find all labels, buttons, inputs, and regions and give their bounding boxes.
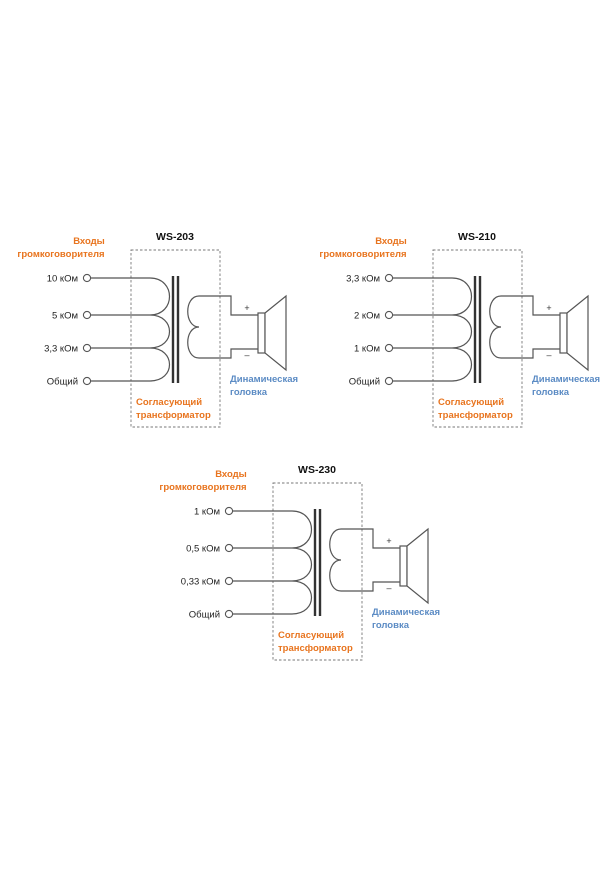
speaker-icon	[399, 545, 408, 587]
secondary-lead	[212, 348, 259, 359]
secondary-winding	[489, 295, 514, 359]
inputs-label: громкоговорителя	[17, 249, 104, 260]
inputs-label: громкоговорителя	[159, 482, 246, 493]
tap-terminal[interactable]	[224, 506, 234, 516]
tap-label: 1 кОм	[194, 507, 220, 518]
speaker-cone	[566, 294, 589, 372]
tap-terminal[interactable]	[82, 310, 92, 320]
primary-winding	[149, 277, 171, 382]
transformer-label: трансформатор	[278, 643, 353, 654]
inputs-label: Входы	[215, 469, 247, 480]
tap-terminal[interactable]	[224, 543, 234, 553]
tap-terminal[interactable]	[384, 310, 394, 320]
secondary-lead	[354, 581, 401, 592]
transformer-label: трансформатор	[136, 410, 211, 421]
speaker-cone	[406, 527, 429, 605]
diagram-ws-210: WS-210 Входы громкоговорителя 3,3 кОм 2 кОм 1…	[319, 231, 600, 428]
transformer-box	[272, 482, 363, 661]
primary-winding	[291, 510, 313, 615]
tap-label: Общий	[47, 377, 78, 388]
secondary-lead	[212, 295, 259, 316]
secondary-lead	[514, 348, 561, 359]
tap-label: Общий	[189, 610, 220, 621]
secondary-lead	[514, 295, 561, 316]
tap-label: 3,3 кОм	[44, 344, 78, 355]
tap-terminal[interactable]	[384, 343, 394, 353]
tap-label: 3,3 кОм	[346, 274, 380, 285]
tap-terminal[interactable]	[82, 343, 92, 353]
transformer-box	[432, 249, 523, 428]
speaker-cone	[264, 294, 287, 372]
plus-sign: +	[546, 303, 551, 313]
diagram-title: WS-210	[458, 231, 496, 243]
diagram-ws-230: WS-230 Входы громкоговорителя 1 кОм 0,5 кОм 0…	[159, 464, 440, 661]
tap-terminal[interactable]	[384, 273, 394, 283]
transformer-label: Согласующий	[438, 397, 504, 408]
diagram-ws-203: WS-203 Входы громкоговорителя 10 кОм 5 кОм 3,…	[17, 231, 298, 428]
secondary-lead	[354, 528, 401, 549]
tap-terminal[interactable]	[82, 376, 92, 386]
tap-terminal[interactable]	[224, 576, 234, 586]
tap-terminal[interactable]	[384, 376, 394, 386]
tap-label: 2 кОм	[354, 311, 380, 322]
inputs-label: Входы	[375, 236, 407, 247]
transformer-label: трансформатор	[438, 410, 513, 421]
tap-label: 5 кОм	[52, 311, 78, 322]
tap-label: 10 кОм	[47, 274, 78, 285]
minus-sign: –	[386, 583, 391, 593]
speaker-icon	[559, 312, 568, 354]
diagram-title: WS-203	[156, 231, 194, 243]
tap-label: Общий	[349, 377, 380, 388]
speaker-label: головка	[532, 387, 570, 398]
inputs-label: громкоговорителя	[319, 249, 406, 260]
speaker-label: Динамическая	[372, 607, 440, 618]
tap-terminal[interactable]	[82, 273, 92, 283]
secondary-winding	[187, 295, 212, 359]
secondary-winding	[329, 528, 354, 592]
tap-label: 1 кОм	[354, 344, 380, 355]
tap-terminal[interactable]	[224, 609, 234, 619]
minus-sign: –	[244, 350, 249, 360]
speaker-label: головка	[230, 387, 268, 398]
plus-sign: +	[244, 303, 249, 313]
speaker-icon	[257, 312, 266, 354]
inputs-label: Входы	[73, 236, 105, 247]
speaker-label: головка	[372, 620, 410, 631]
transformer-label: Согласующий	[136, 397, 202, 408]
transformer-box	[130, 249, 221, 428]
transformer-label: Согласующий	[278, 630, 344, 641]
speaker-label: Динамическая	[532, 374, 600, 385]
primary-winding	[451, 277, 473, 382]
speaker-label: Динамическая	[230, 374, 298, 385]
minus-sign: –	[546, 350, 551, 360]
diagram-title: WS-230	[298, 464, 336, 476]
tap-label: 0,5 кОм	[186, 544, 220, 555]
tap-label: 0,33 кОм	[181, 577, 220, 588]
plus-sign: +	[386, 536, 391, 546]
